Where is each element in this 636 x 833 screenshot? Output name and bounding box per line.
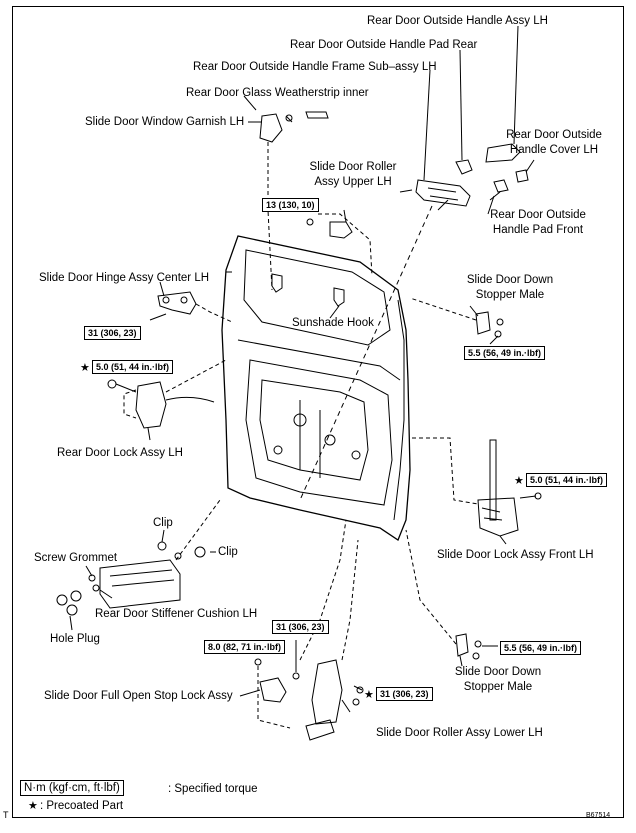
label-lock-assy: Rear Door Lock Assy LH bbox=[57, 447, 183, 459]
legend-star-text: : Precoated Part bbox=[40, 800, 124, 812]
label-clip-right: Clip bbox=[218, 546, 238, 558]
label-handle-cover-line1: Rear Door Outside bbox=[506, 129, 602, 141]
torque-13: 13 (130, 10) bbox=[262, 198, 319, 212]
hole-plug-1 bbox=[56, 594, 68, 606]
label-roller-upper-line2: Assy Upper LH bbox=[314, 176, 392, 188]
full-open-stop-part bbox=[259, 677, 287, 703]
diagram-frame bbox=[12, 6, 624, 818]
label-screw-grommet: Screw Grommet bbox=[34, 552, 118, 564]
label-down-stopper-lower-line2: Stopper Male bbox=[463, 681, 533, 693]
lock-assy-front-part bbox=[489, 439, 497, 521]
stiffener-cushion-part bbox=[99, 559, 181, 609]
label-full-open-stop: Slide Door Full Open Stop Lock Assy bbox=[44, 690, 233, 702]
label-outside-handle-frame: Rear Door Outside Handle Frame Sub–assy … bbox=[193, 61, 437, 73]
label-down-stopper-lower-line1: Slide Door Down bbox=[454, 666, 542, 678]
legend-torque-unit-box: N·m (kgf·cm, ft·lbf) bbox=[20, 780, 124, 796]
label-glass-weatherstrip: Rear Door Glass Weatherstrip inner bbox=[186, 87, 369, 99]
legend-star: ★ bbox=[28, 800, 38, 812]
label-stiffener-cushion: Rear Door Stiffener Cushion LH bbox=[95, 608, 258, 620]
precoated-star-lock: ★ bbox=[80, 362, 90, 374]
clip-upper-mark bbox=[157, 541, 167, 551]
label-lock-assy-front: Slide Door Lock Assy Front LH bbox=[437, 549, 594, 561]
handle-cover-part bbox=[515, 169, 529, 183]
label-hinge-center: Slide Door Hinge Assy Center LH bbox=[39, 272, 210, 284]
label-down-stopper-upper-line1: Slide Door Down bbox=[466, 274, 554, 286]
torque-31-roller: 31 (306, 23) bbox=[376, 687, 433, 701]
weatherstrip-part bbox=[305, 111, 329, 119]
sunshade-hook-right bbox=[333, 287, 345, 307]
handle-pad-rear-part bbox=[455, 159, 473, 175]
handle-pad-front-part bbox=[493, 179, 509, 193]
label-pad-front-line2: Handle Pad Front bbox=[492, 224, 584, 236]
door-inner-recess bbox=[259, 379, 369, 481]
label-handle-cover-line2: Handle Cover LH bbox=[509, 144, 599, 156]
torque-5-lock: 5.0 (51, 44 in.·lbf) bbox=[92, 360, 174, 374]
door-inner-panel bbox=[245, 359, 393, 506]
label-pad-front-line1: Rear Door Outside bbox=[490, 209, 586, 221]
sunshade-hook-left bbox=[271, 273, 283, 293]
hole-plug-3 bbox=[66, 604, 78, 616]
label-roller-lower: Slide Door Roller Assy Lower LH bbox=[376, 727, 543, 739]
torque-55-lower: 5.5 (56, 49 in.·lbf) bbox=[500, 641, 582, 655]
door-panel-outline bbox=[221, 235, 411, 541]
figure-code: B67514 bbox=[586, 812, 611, 819]
hole-plug-2 bbox=[70, 590, 82, 602]
label-hole-plug: Hole Plug bbox=[50, 633, 100, 645]
corner-mark: T bbox=[3, 810, 9, 820]
torque-31-lower: 31 (306, 23) bbox=[272, 620, 329, 634]
door-window-opening bbox=[243, 249, 391, 346]
legend-torque-unit-text: : Specified torque bbox=[168, 783, 258, 795]
torque-5-front: 5.0 (51, 44 in.·lbf) bbox=[526, 473, 608, 487]
torque-8: 8.0 (82, 71 in.·lbf) bbox=[204, 640, 286, 654]
door-belt-line bbox=[237, 339, 401, 381]
label-window-garnish: Slide Door Window Garnish LH bbox=[85, 116, 245, 128]
clip-right-mark bbox=[194, 546, 206, 558]
label-outside-handle-assy: Rear Door Outside Handle Assy LH bbox=[367, 15, 548, 27]
roller-upper-part bbox=[329, 221, 353, 239]
door-rear-edge bbox=[393, 299, 405, 521]
label-clip-upper: Clip bbox=[153, 517, 173, 529]
hinge-center-part bbox=[157, 291, 197, 315]
roller-lower-part bbox=[311, 659, 343, 725]
label-down-stopper-upper-line2: Stopper Male bbox=[475, 289, 545, 301]
handle-frame-part bbox=[415, 179, 471, 207]
precoated-star-roller: ★ bbox=[364, 689, 374, 701]
label-roller-upper-line1: Slide Door Roller bbox=[309, 161, 397, 173]
label-outside-handle-pad-rear: Rear Door Outside Handle Pad Rear bbox=[290, 39, 478, 51]
down-stopper-lower-part bbox=[455, 633, 469, 657]
down-stopper-upper-part bbox=[475, 311, 491, 335]
roller-lower-wheels bbox=[305, 719, 335, 741]
lock-front-body bbox=[477, 497, 519, 537]
torque-55-upper: 5.5 (56, 49 in.·lbf) bbox=[464, 346, 546, 360]
outside-handle-part bbox=[485, 143, 521, 163]
torque-31-hinge: 31 (306, 23) bbox=[84, 326, 141, 340]
window-garnish-part bbox=[259, 113, 283, 143]
label-sunshade-hook: Sunshade Hook bbox=[292, 317, 374, 329]
precoated-star-front: ★ bbox=[514, 475, 524, 487]
lock-assy-part bbox=[135, 381, 167, 429]
